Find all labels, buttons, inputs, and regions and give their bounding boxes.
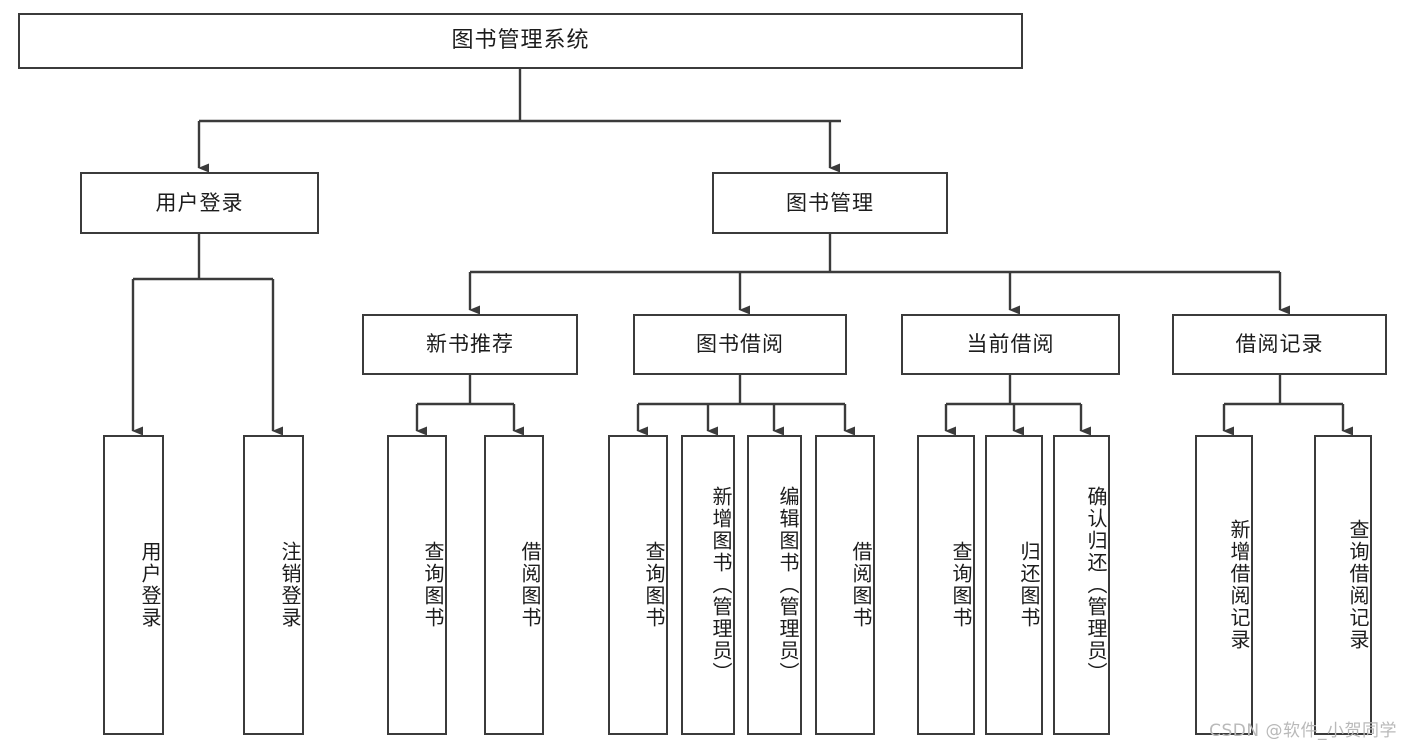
leaf-borrow-book-new-label: 借阅图书: [518, 541, 542, 629]
leaf-confirm-return-admin[interactable]: 确认归还（管理员）: [1053, 435, 1110, 735]
leaf-query-book-borrow[interactable]: 查询图书: [608, 435, 668, 735]
leaf-confirm-return-admin-label: 确认归还（管理员）: [1084, 486, 1108, 684]
leaf-user-login[interactable]: 用户登录: [103, 435, 164, 735]
node-book-borrow-label: 图书借阅: [696, 332, 784, 357]
node-book-management[interactable]: 图书管理: [712, 172, 948, 234]
leaf-logout[interactable]: 注销登录: [243, 435, 304, 735]
node-user-login-label: 用户登录: [155, 190, 244, 215]
leaf-borrow-book-new[interactable]: 借阅图书: [484, 435, 544, 735]
node-root-label: 图书管理系统: [451, 28, 590, 54]
leaf-edit-book-admin-label: 编辑图书（管理员）: [776, 486, 800, 684]
leaf-user-login-label: 用户登录: [138, 541, 162, 629]
node-book-borrow[interactable]: 图书借阅: [633, 314, 847, 375]
leaf-borrow-book[interactable]: 借阅图书: [815, 435, 875, 735]
node-new-book-recommend[interactable]: 新书推荐: [362, 314, 578, 375]
watermark: CSDN @软件_小贺同学: [1209, 721, 1397, 741]
leaf-query-book-current[interactable]: 查询图书: [917, 435, 975, 735]
leaf-query-borrow-record-label: 查询借阅记录: [1346, 519, 1370, 651]
node-current-borrow-label: 当前借阅: [966, 332, 1055, 357]
node-borrow-record-label: 借阅记录: [1235, 332, 1324, 357]
leaf-query-book-current-label: 查询图书: [949, 541, 973, 629]
leaf-edit-book-admin[interactable]: 编辑图书（管理员）: [747, 435, 802, 735]
leaf-borrow-book-label: 借阅图书: [849, 541, 873, 629]
leaf-add-book-admin[interactable]: 新增图书（管理员）: [681, 435, 735, 735]
leaf-query-book-new-label: 查询图书: [421, 541, 445, 629]
node-user-login[interactable]: 用户登录: [80, 172, 319, 234]
node-borrow-record[interactable]: 借阅记录: [1172, 314, 1387, 375]
leaf-add-borrow-record[interactable]: 新增借阅记录: [1195, 435, 1253, 735]
leaf-add-book-admin-label: 新增图书（管理员）: [709, 486, 733, 684]
leaf-query-book-new[interactable]: 查询图书: [387, 435, 447, 735]
leaf-logout-label: 注销登录: [278, 541, 302, 629]
leaf-add-borrow-record-label: 新增借阅记录: [1227, 519, 1251, 651]
node-new-book-recommend-label: 新书推荐: [426, 332, 514, 357]
leaf-query-book-borrow-label: 查询图书: [642, 541, 666, 629]
leaf-query-borrow-record[interactable]: 查询借阅记录: [1314, 435, 1372, 735]
node-root[interactable]: 图书管理系统: [18, 13, 1023, 69]
leaf-return-book-label: 归还图书: [1017, 541, 1041, 629]
leaf-return-book[interactable]: 归还图书: [985, 435, 1043, 735]
node-current-borrow[interactable]: 当前借阅: [901, 314, 1120, 375]
node-book-management-label: 图书管理: [786, 190, 874, 215]
